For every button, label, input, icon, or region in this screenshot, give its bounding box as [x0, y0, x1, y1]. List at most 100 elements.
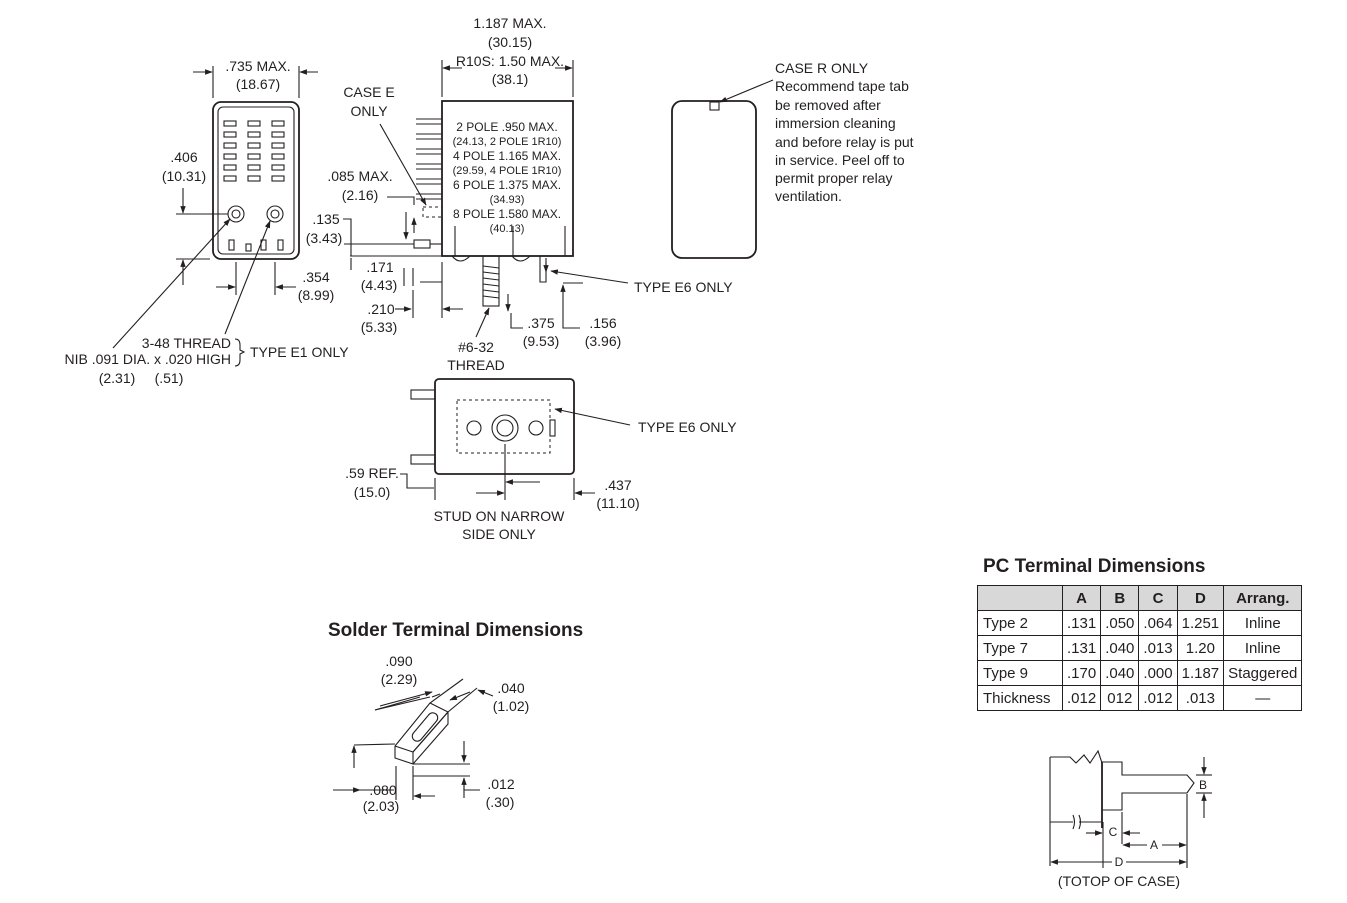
- table-cell: .040: [1100, 635, 1140, 661]
- width-dim-mm-text: (18.67): [236, 76, 280, 92]
- dim-085-mm-text: (2.16): [342, 187, 379, 203]
- table-cell: Inline: [1223, 610, 1303, 636]
- table-row: Type 2 .131 .050 .064 1.251 Inline: [977, 610, 1303, 636]
- table-cell: .040: [1100, 660, 1140, 686]
- table-row: Type 9 .170 .040 .000 1.187 Staggered: [977, 660, 1303, 686]
- case-r-line-2: Recommend tape tab: [775, 78, 909, 94]
- table-cell: Inline: [1223, 635, 1303, 661]
- case-r-line-3: be removed after: [775, 97, 881, 113]
- dim-040-text: .040: [497, 680, 524, 696]
- width-dim-text: .735 MAX.: [225, 58, 290, 74]
- table-cell: .064: [1138, 610, 1178, 636]
- table-cell: .012: [1138, 685, 1178, 711]
- table-cell: .050: [1100, 610, 1140, 636]
- vent-slots: [223, 120, 285, 182]
- table-cell: —: [1223, 685, 1303, 711]
- pc-terminal-diagram: B C A D (TOTOP OF CASE): [1049, 749, 1212, 889]
- stud-note-line-1: STUD ON NARROW: [434, 508, 565, 524]
- case-r-outline: [671, 100, 757, 259]
- dim-375-text: .375: [527, 315, 554, 331]
- dim-354-text: .354: [302, 269, 329, 285]
- table-cell: .131: [1061, 610, 1102, 636]
- col-header-c: C: [1138, 585, 1178, 611]
- pc-terminal-heading: PC Terminal Dimensions: [983, 556, 1205, 577]
- dim-090-text: .090: [385, 653, 412, 669]
- pole-line-6: (34.93): [490, 194, 525, 206]
- table-cell: 1.187: [1176, 660, 1225, 686]
- side-view: 1.187 MAX. (30.15) R10S: 1.50 MAX. (38.1…: [306, 15, 734, 373]
- pole-line-8: (40.13): [490, 223, 525, 235]
- case-r-line-7: permit proper relay: [775, 170, 893, 186]
- row-label: Type 7: [977, 635, 1063, 661]
- thread-632-text: #6-32: [458, 339, 494, 355]
- pole-line-1: 2 POLE .950 MAX.: [456, 120, 557, 134]
- solder-terminal-section: Solder Terminal Dimensions .090 (2.29) .…: [328, 620, 583, 814]
- ref-59-text: .59 REF.: [345, 465, 399, 481]
- case-r-line-5: and before relay is put: [775, 134, 914, 150]
- side-terminal-pins: [416, 118, 442, 200]
- relay-body-outline: [212, 101, 300, 260]
- table-cell: .170: [1061, 660, 1102, 686]
- dim-406-text: .406: [170, 149, 197, 165]
- mounting-holes: [227, 205, 284, 223]
- dim-012-mm-text: (.30): [486, 794, 515, 810]
- case-r-line-8: ventilation.: [775, 188, 842, 204]
- nib-label: NIB .091 DIA. x .020 HIGH: [64, 351, 231, 367]
- type-e1-label: TYPE E1 ONLY: [250, 344, 349, 360]
- case-r-line-4: immersion cleaning: [775, 115, 896, 131]
- table-row: Type 7 .131 .040 .013 1.20 Inline: [977, 635, 1303, 661]
- case-r-line-1: CASE R ONLY: [775, 60, 869, 76]
- terminals: [228, 239, 284, 252]
- label-b: B: [1199, 778, 1207, 792]
- dim-156-text: .156: [589, 315, 616, 331]
- dim-080-text: .080: [369, 782, 396, 798]
- col-header-blank: [977, 585, 1063, 611]
- type-e6-bottom-label: TYPE E6 ONLY: [638, 419, 737, 435]
- table-cell: 012: [1100, 685, 1140, 711]
- pole-line-4: (29.59, 4 POLE 1R10): [453, 165, 562, 177]
- dim-012-text: .012: [487, 776, 514, 792]
- label-d: D: [1115, 855, 1124, 869]
- table-row: Thickness .012 012 .012 .013 —: [977, 685, 1303, 711]
- case-e-only-text: ONLY: [350, 103, 388, 119]
- table-cell: .000: [1138, 660, 1178, 686]
- row-label: Type 2: [977, 610, 1063, 636]
- nib-dia-mm: (2.31): [99, 370, 136, 386]
- r10s-text: R10S: 1.50 MAX.: [456, 53, 564, 69]
- height-dim-mm-text: (30.15): [488, 34, 532, 50]
- pc-terminal-table: A B C D Arrang. Type 2 .131 .050 .064 1.…: [977, 585, 1303, 711]
- case-e-text: CASE E: [343, 84, 394, 100]
- height-dim-text: 1.187 MAX.: [473, 15, 546, 31]
- dim-171-text: .171: [366, 259, 393, 275]
- case-bottom-pins: [451, 226, 566, 283]
- col-header-a: A: [1061, 585, 1102, 611]
- dim-375-mm-text: (9.53): [523, 333, 560, 349]
- case-r-view: CASE R ONLY Recommend tape tab be remove…: [671, 60, 914, 259]
- r10s-mm-text: (38.1): [492, 71, 529, 87]
- threaded-stud: [482, 255, 500, 307]
- ref-59-mm-text: (15.0): [354, 484, 391, 500]
- table-cell: .131: [1061, 635, 1102, 661]
- table-cell: 1.20: [1176, 635, 1225, 661]
- col-header-b: B: [1100, 585, 1140, 611]
- dim-406-mm-text: (10.31): [162, 168, 206, 184]
- bottom-view: TYPE E6 ONLY .59 REF. (15.0) .437 (11.10…: [345, 378, 737, 542]
- dim-085-text: .085 MAX.: [327, 168, 392, 184]
- pole-line-3: 4 POLE 1.165 MAX.: [453, 149, 561, 163]
- case-r-line-6: in service. Peel off to: [775, 152, 905, 168]
- table-cell: 1.251: [1176, 610, 1225, 636]
- dim-210-mm-text: (5.33): [361, 319, 398, 335]
- pole-line-7: 8 POLE 1.580 MAX.: [453, 207, 561, 221]
- dim-156-mm-text: (3.96): [585, 333, 622, 349]
- solder-terminal-drawing: [394, 678, 478, 765]
- front-view: .735 MAX. (18.67) .406 (10.31) .354 (8.9…: [64, 58, 349, 386]
- label-c: C: [1109, 825, 1118, 839]
- table-cell: .013: [1138, 635, 1178, 661]
- col-header-d: D: [1176, 585, 1225, 611]
- row-label: Thickness: [977, 685, 1063, 711]
- table-cell: .013: [1176, 685, 1225, 711]
- dim-135-text: .135: [312, 211, 339, 227]
- nib-high-mm: (.51): [155, 370, 184, 386]
- dim-210-text: .210: [367, 301, 394, 317]
